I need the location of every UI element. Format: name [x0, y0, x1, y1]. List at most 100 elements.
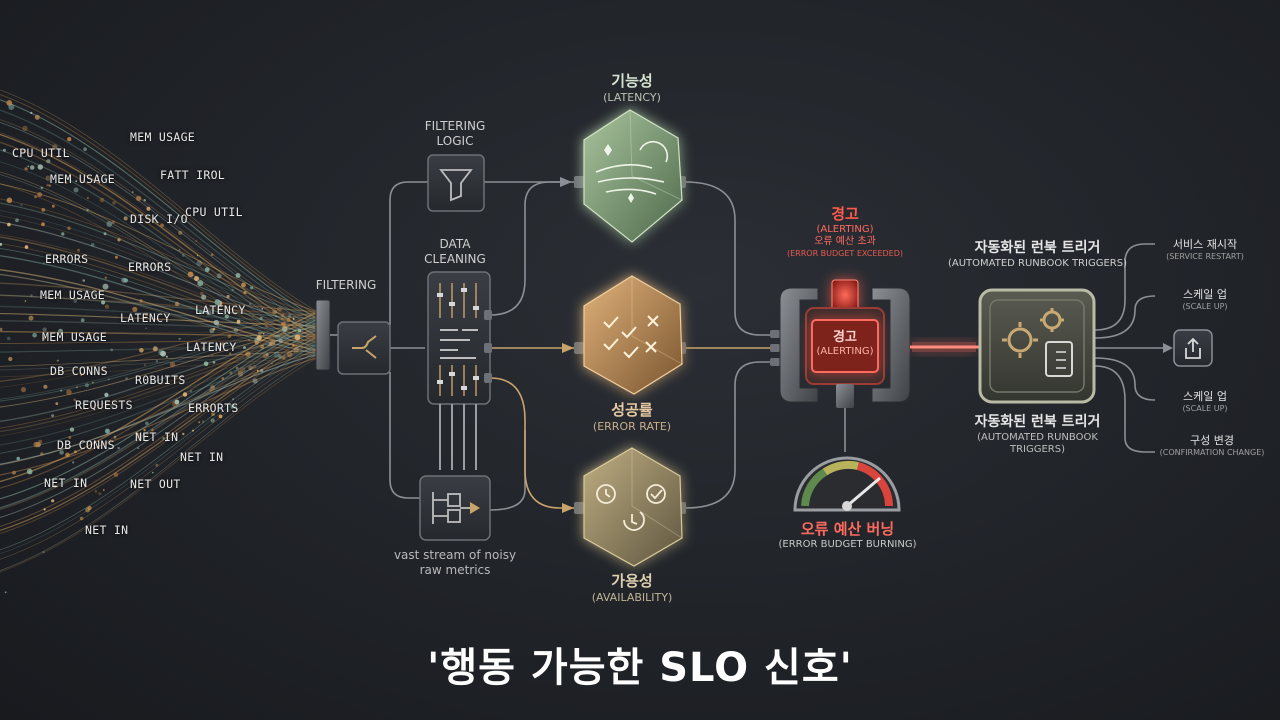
stream-strand — [0, 202, 319, 320]
stream-particle — [32, 332, 37, 338]
burn-en: (ERROR BUDGET BURNING) — [778, 538, 917, 550]
stream-particle — [203, 361, 209, 367]
error-rate-label: 성공률 (ERROR RATE) — [570, 401, 694, 434]
stream-particle — [267, 344, 270, 347]
stream-particle — [111, 220, 116, 224]
stream-particle — [174, 399, 180, 405]
cleaning-feed-lines — [439, 404, 477, 470]
stream-particle — [113, 435, 117, 438]
stream-strand — [0, 93, 319, 316]
runbook-bottom-en1: (AUTOMATED RUNBOOK — [977, 431, 1098, 443]
filtering-logic-line2: LOGIC — [436, 134, 474, 148]
stream-strand — [0, 305, 319, 324]
availability-label: 가용성 (AVAILABILITY) — [570, 572, 694, 605]
metric-label: LATENCY — [120, 311, 171, 325]
stream-particle — [181, 254, 185, 257]
stream-particle — [152, 346, 158, 352]
stream-particle — [187, 271, 194, 278]
stream-particle — [20, 203, 23, 207]
stream-particle — [189, 390, 193, 393]
right-connectors — [684, 181, 1165, 509]
stream-particle — [143, 429, 146, 432]
stream-particle — [293, 346, 300, 353]
stream-particle — [287, 351, 293, 358]
stream-strand — [0, 109, 319, 324]
stream-particle — [73, 332, 76, 335]
stream-particle — [174, 375, 178, 380]
stream-particle — [41, 222, 45, 227]
stream-particle — [182, 432, 185, 436]
stream-strand — [0, 332, 319, 429]
stream-particle — [28, 315, 34, 321]
stream-strand — [0, 346, 319, 555]
metric-stream — [0, 89, 319, 573]
stream-particle — [58, 328, 63, 334]
stream-particle — [42, 327, 47, 332]
stream-particle — [37, 164, 43, 170]
stream-particle — [40, 186, 43, 189]
stream-particle — [211, 354, 214, 357]
availability-gem — [583, 447, 683, 567]
stream-particle — [282, 327, 287, 333]
stream-strand — [0, 329, 319, 519]
runbook-top-ko: 자동화된 런북 트리거 — [974, 240, 1101, 256]
latency-en: (LATENCY) — [603, 90, 661, 104]
stream-particle — [90, 243, 95, 247]
stream-particle — [200, 291, 204, 296]
stream-particle — [211, 412, 215, 416]
stream-strand — [0, 89, 319, 313]
burn-label: 오류 예산 버닝 (ERROR BUDGET BURNING) — [760, 520, 935, 551]
stream-particle — [33, 441, 39, 448]
stream-strand — [0, 353, 319, 465]
stream-particle — [231, 288, 234, 292]
stream-particle — [145, 421, 149, 425]
stream-particle — [92, 381, 94, 384]
error-rate-ko: 성공률 — [611, 401, 653, 419]
runbook-bottom-label: 자동화된 런북 트리거 (AUTOMATED RUNBOOK TRIGGERS) — [945, 414, 1130, 457]
stream-particle — [64, 181, 68, 185]
error-rate-en: (ERROR RATE) — [592, 419, 672, 433]
stream-particle — [43, 336, 46, 340]
page-title: '행동 가능한 SLO 신호' — [427, 645, 853, 691]
metric-label: LATENCY — [186, 340, 237, 354]
stream-strand — [0, 183, 319, 358]
stream-particle — [8, 104, 15, 110]
stream-particle — [51, 499, 55, 503]
alerting-en-sub: (ERROR BUDGET EXCEEDED) — [786, 248, 904, 258]
stream-particle — [280, 317, 284, 321]
stream-strand — [0, 294, 319, 320]
stream-particle — [30, 294, 33, 297]
stream-particle — [0, 242, 3, 246]
stream-particle — [235, 366, 239, 370]
stream-particle — [165, 355, 168, 358]
metric-label: NET IN — [85, 523, 129, 537]
upload-icon — [1185, 337, 1201, 359]
stream-particle — [74, 450, 77, 454]
stream-particle — [98, 492, 102, 496]
stream-strand — [0, 353, 319, 571]
stream-particle — [206, 310, 212, 316]
stream-strand — [0, 350, 319, 466]
stream-strand — [0, 346, 319, 454]
stream-particle — [278, 355, 282, 359]
stream-particle — [143, 364, 146, 366]
stream-strand — [0, 325, 319, 511]
stream-particle — [182, 392, 188, 397]
stream-particle — [68, 436, 72, 439]
stream-particle — [269, 340, 276, 346]
stream-particle — [288, 314, 292, 318]
runbook-top-en: (AUTOMATED RUNBOOK TRIGGERS) — [948, 257, 1127, 269]
stream-particle — [256, 335, 262, 341]
slider-knobs — [437, 288, 479, 390]
stream-particle — [20, 387, 27, 393]
stream-strand — [0, 99, 319, 320]
metric-label: R0BUITS — [135, 373, 186, 387]
stream-particle — [52, 144, 58, 150]
stream-particle — [247, 339, 251, 342]
stream-particle — [252, 364, 257, 369]
stream-strand — [0, 321, 319, 509]
stream-particle — [46, 159, 51, 164]
stream-particle — [66, 389, 72, 396]
runbook-bottom-en2: TRIGGERS) — [1009, 444, 1066, 455]
